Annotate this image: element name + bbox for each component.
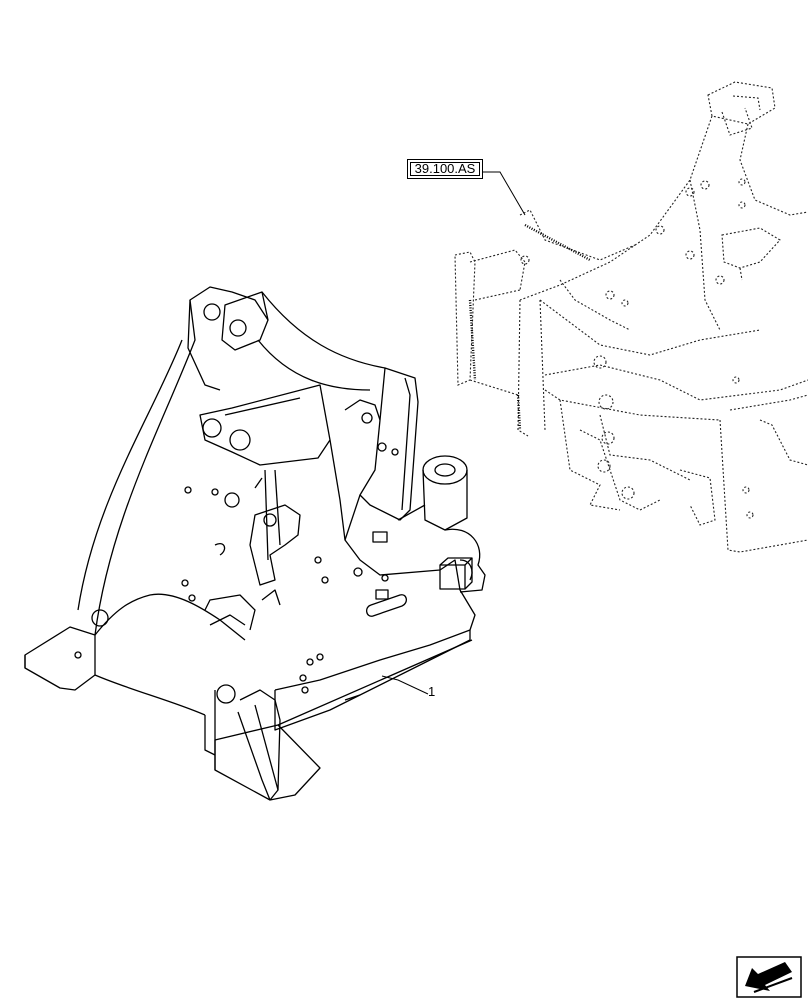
phantom-frame-assembly bbox=[454, 81, 808, 553]
phantom-frame-hatch bbox=[468, 223, 591, 431]
reference-label-box[interactable]: 39.100.AS bbox=[407, 159, 483, 179]
arrow-down-left-icon[interactable] bbox=[736, 956, 802, 998]
callout-leader-1 bbox=[381, 675, 429, 695]
callout-number-1: 1 bbox=[428, 684, 436, 699]
reference-leader-line bbox=[483, 171, 526, 216]
front-frame-part bbox=[24, 286, 486, 801]
